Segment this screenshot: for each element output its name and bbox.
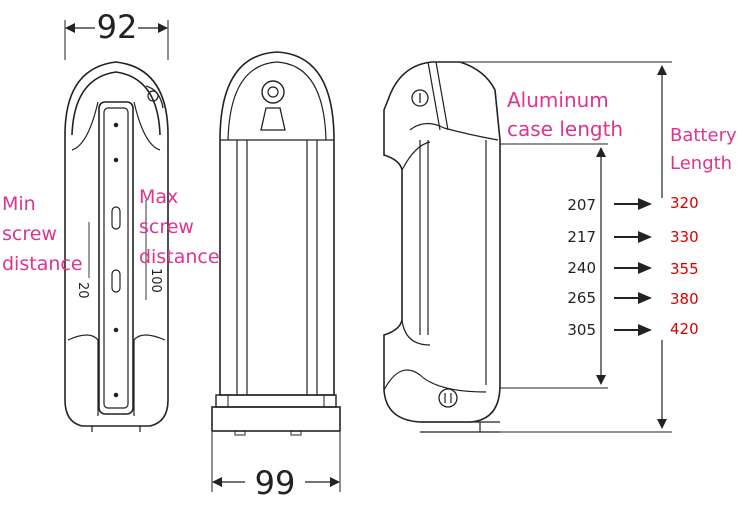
min-screw-line-2: screw — [2, 223, 57, 245]
case-length-value: 217 — [567, 228, 596, 246]
max-screw-value: 100 — [148, 268, 163, 293]
aluminum-case-line-1: Aluminum — [507, 88, 609, 112]
case-length-value: 240 — [567, 259, 596, 277]
width-bottom-label: 99 — [255, 464, 296, 502]
back-view — [64, 20, 169, 432]
row-arrow-head — [638, 231, 652, 243]
aluminum-case-line-2: case length — [507, 117, 623, 141]
max-screw-line-1: Max — [139, 186, 178, 208]
min-screw-line-3: distance — [2, 253, 83, 275]
row-arrow-head — [638, 292, 652, 304]
aluminum-case-length-label: Aluminum case length — [507, 88, 623, 141]
case-length-value: 207 — [567, 196, 596, 214]
length-table-arrows — [614, 198, 652, 336]
min-screw-distance-label: Min screw distance — [2, 193, 83, 275]
battery-length-value: 355 — [670, 260, 699, 278]
row-arrow-head — [638, 324, 652, 336]
battery-length-line-1: Battery — [670, 125, 737, 146]
case-length-value: 305 — [567, 321, 596, 339]
length-table: 207 217 240 265 305 320 330 355 380 420 — [567, 194, 698, 339]
row-arrow-head — [638, 198, 652, 210]
max-screw-line-2: screw — [139, 216, 194, 238]
battery-length-value: 320 — [670, 194, 699, 212]
min-screw-value: 20 — [75, 282, 90, 299]
case-length-value: 265 — [567, 289, 596, 307]
width-top-label: 92 — [97, 8, 138, 46]
max-screw-line-3: distance — [139, 246, 220, 268]
battery-length-value: 330 — [670, 228, 699, 246]
max-screw-distance-label: Max screw distance — [139, 186, 220, 268]
battery-length-value: 380 — [670, 290, 699, 308]
side-view — [383, 61, 672, 433]
row-arrow-head — [638, 262, 652, 274]
battery-length-value: 420 — [670, 320, 699, 338]
battery-length-line-2: Length — [670, 153, 732, 174]
battery-length-label: Battery Length — [670, 125, 737, 174]
min-screw-line-1: Min — [2, 193, 36, 215]
front-view — [211, 51, 341, 492]
